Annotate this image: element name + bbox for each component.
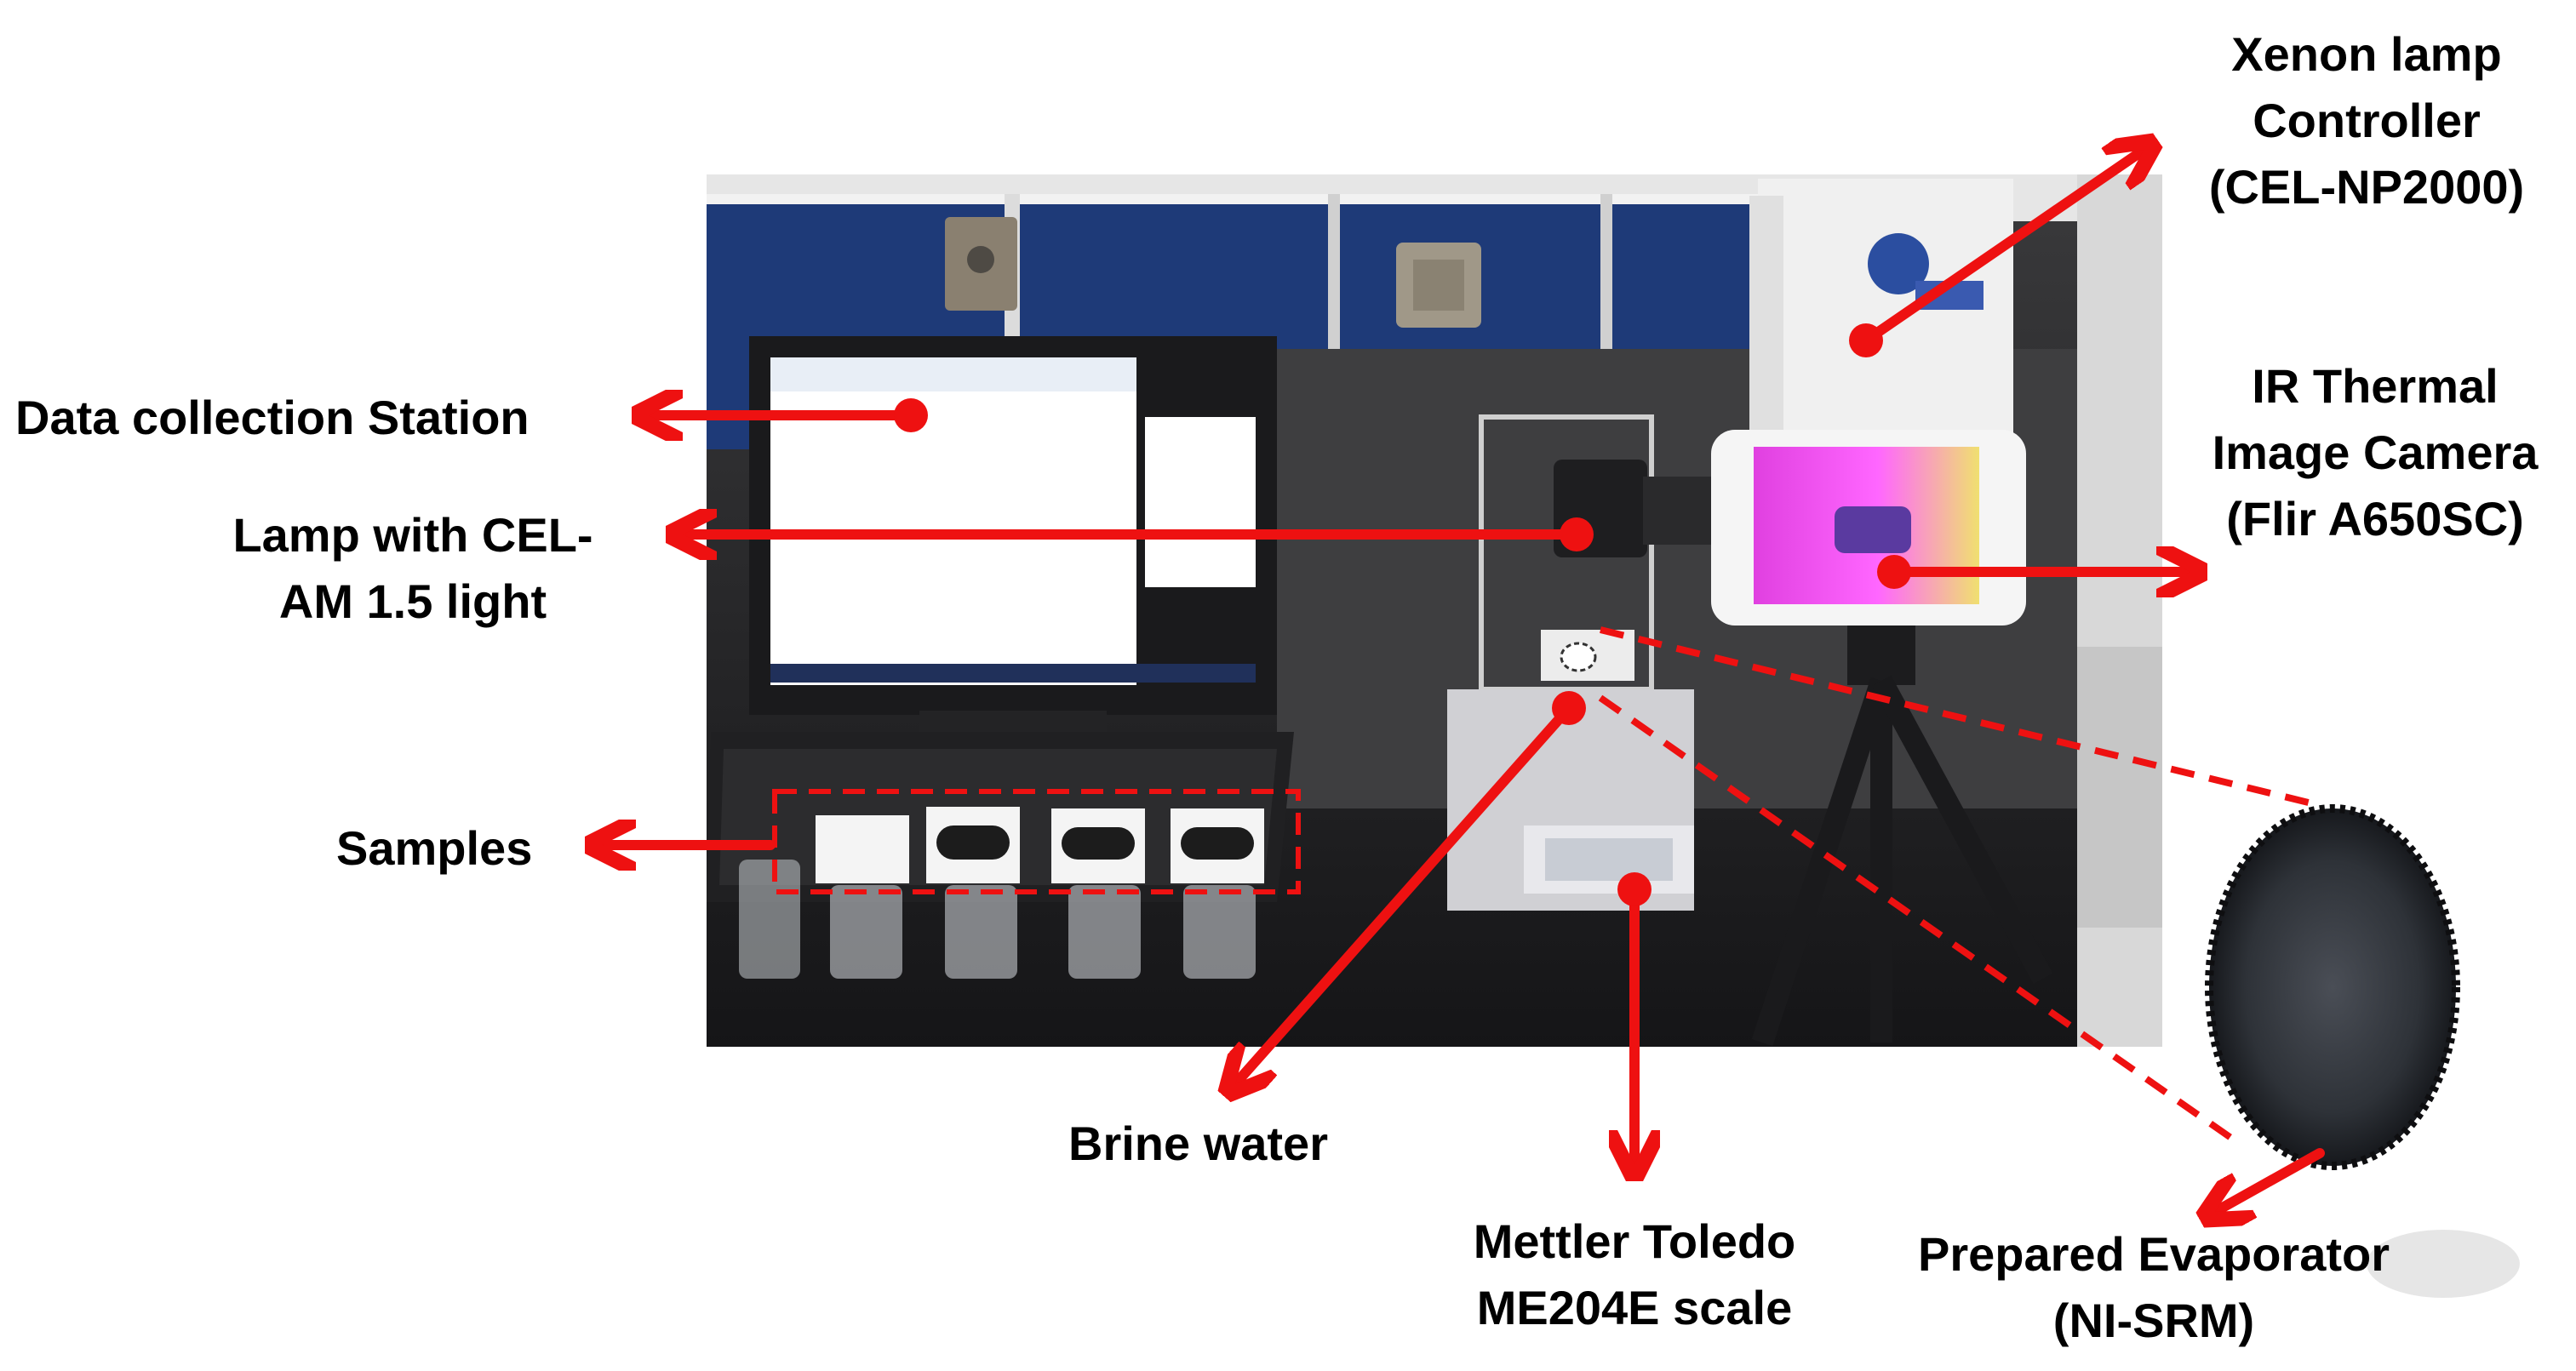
- wall-socket: [945, 217, 1017, 311]
- label-ir-line-2: Image Camera: [2212, 426, 2539, 479]
- label-evaporator-line-1: Prepared Evaporator: [1918, 1227, 2390, 1281]
- label-lamp-line-1: Lamp with CEL-: [232, 508, 593, 562]
- label-xenon-controller: Xenon lamp Controller (CEL-NP2000): [2162, 21, 2571, 220]
- samples-group: [739, 807, 1264, 979]
- label-data-station: Data collection Station: [15, 391, 530, 444]
- label-lamp: Lamp with CEL- AM 1.5 light: [183, 502, 643, 635]
- label-evaporator: Prepared Evaporator (NI-SRM): [1856, 1221, 2452, 1354]
- label-ir-line-1: IR Thermal: [2252, 359, 2499, 413]
- label-xenon-line-1: Xenon lamp: [2231, 27, 2502, 81]
- label-ir-camera: IR Thermal Image Camera (Flir A650SC): [2179, 353, 2571, 552]
- label-scale-line-1: Mettler Toledo: [1473, 1214, 1796, 1268]
- label-ir-line-3: (Flir A650SC): [2226, 492, 2524, 546]
- label-brine-water: Brine water: [1068, 1117, 1328, 1170]
- xenon-lamp-controller: [1749, 179, 2013, 434]
- monitor: [749, 336, 1277, 762]
- label-xenon-line-3: (CEL-NP2000): [2208, 160, 2525, 214]
- label-scale-line-2: ME204E scale: [1476, 1281, 1793, 1334]
- label-samples: Samples: [336, 821, 533, 875]
- label-xenon-line-2: Controller: [2253, 94, 2481, 147]
- label-lamp-line-2: AM 1.5 light: [278, 574, 547, 628]
- label-evaporator-line-2: (NI-SRM): [2052, 1294, 2255, 1347]
- prepared-evaporator-disk: [2205, 804, 2520, 1298]
- wall-socket: [1396, 243, 1481, 328]
- label-scale: Mettler Toledo ME204E scale: [1396, 1208, 1873, 1341]
